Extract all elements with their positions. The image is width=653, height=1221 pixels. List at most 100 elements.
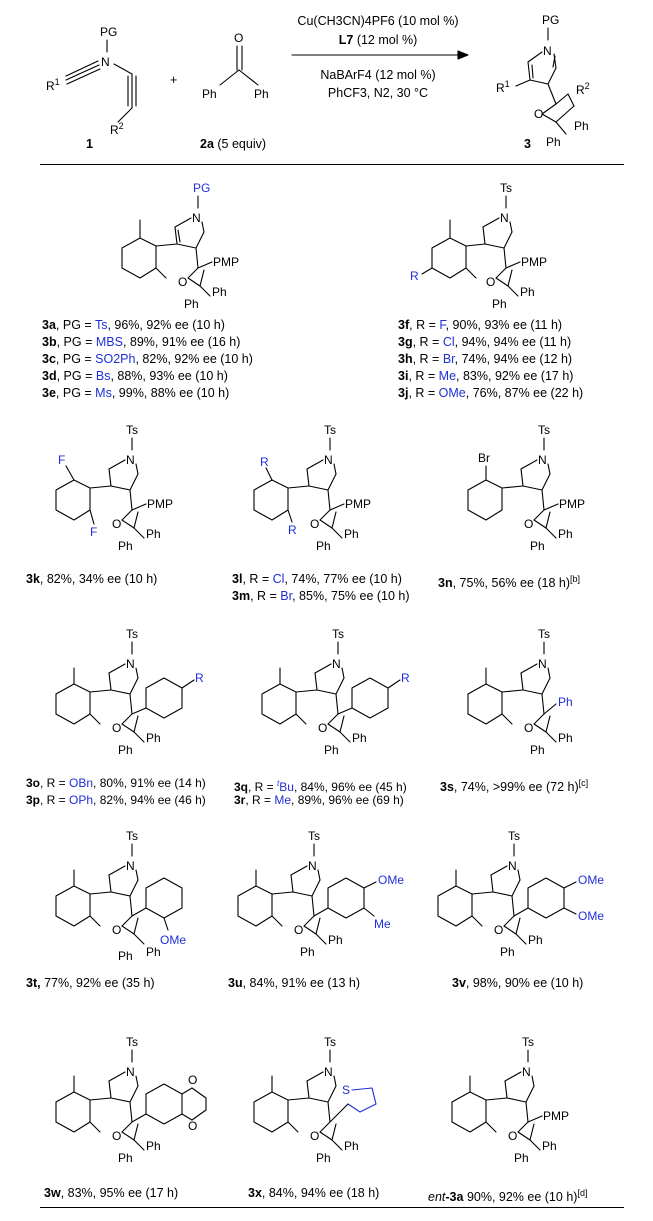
n-label: N bbox=[126, 859, 135, 873]
o-label: O bbox=[178, 275, 187, 289]
caption-3f: 3f, R = F, 90%, 93% ee (11 h) bbox=[398, 318, 563, 332]
caption-3p: 3p, R = OPh, 82%, 94% ee (46 h) bbox=[26, 793, 206, 807]
ph-label-1: Ph bbox=[520, 285, 535, 299]
o-label: O bbox=[112, 517, 121, 531]
o-label: O bbox=[112, 721, 121, 735]
caption-ent-3a: ent-3a 90%, 92% ee (10 h)[d] bbox=[428, 1188, 588, 1205]
product-3-label: 3 bbox=[524, 137, 531, 151]
r2-label: R2 bbox=[576, 81, 590, 97]
o-label: O bbox=[310, 517, 319, 531]
r1-label: R1 bbox=[496, 79, 510, 95]
ts-label: Ts bbox=[332, 627, 344, 641]
caption-3b: 3b, PG = MBS, 89%, 91% ee (16 h) bbox=[42, 335, 241, 349]
condition-additive: NaBArF4 (12 mol %) bbox=[320, 68, 436, 82]
ph-label-1: Ph bbox=[212, 285, 227, 299]
caption-3t: 3t, 77%, 92% ee (35 h) bbox=[26, 976, 155, 990]
ph-label-1: Ph bbox=[558, 527, 573, 541]
r-label: R bbox=[401, 671, 410, 685]
ph-label-1: Ph bbox=[146, 945, 161, 959]
caption-3a: 3a, PG = Ts, 96%, 92% ee (10 h) bbox=[42, 318, 225, 332]
o-label: O bbox=[310, 1129, 319, 1143]
structure-ent-3a: Ts N PMP O Ph Ph bbox=[451, 1035, 569, 1165]
ph-label-2: Ph bbox=[300, 945, 315, 959]
ts-label: Ts bbox=[324, 423, 336, 437]
ph-label-1: Ph bbox=[528, 933, 543, 947]
n-label: N bbox=[101, 55, 110, 69]
reactant-1-structure: PG N R1 R2 bbox=[46, 25, 137, 137]
condition-catalyst: Cu(CH3CN)4PF6 (10 mol %) bbox=[297, 14, 459, 28]
ph-label-1: Ph bbox=[146, 527, 161, 541]
pmp-label: PMP bbox=[543, 1109, 569, 1123]
me-label: Me bbox=[374, 917, 391, 931]
ph-label-1: Ph bbox=[542, 1139, 557, 1153]
o-label: O bbox=[524, 721, 533, 735]
n-label: N bbox=[538, 657, 547, 671]
ph-label-2: Ph bbox=[118, 743, 133, 757]
n-label: N bbox=[126, 1065, 135, 1079]
ph-label-1: Ph bbox=[574, 119, 589, 133]
pmp-label: PMP bbox=[345, 497, 371, 511]
ts-label: Ts bbox=[500, 181, 512, 195]
pmp-label: PMP bbox=[559, 497, 585, 511]
r-label-bottom: R bbox=[288, 523, 297, 537]
product-3-structure: PG N R1 R2 O Ph Ph bbox=[496, 13, 590, 149]
caption-3u: 3u, 84%, 91% ee (13 h) bbox=[228, 976, 361, 990]
caption-3q: 3q, R = tBu, 84%, 96% ee (45 h) bbox=[234, 779, 407, 794]
r2-label: R2 bbox=[110, 121, 124, 137]
structure-3u: Ts N OMe Me O Ph Ph bbox=[237, 829, 404, 959]
ts-label: Ts bbox=[308, 829, 320, 843]
n-label: N bbox=[522, 1065, 531, 1079]
f-label-top: F bbox=[58, 453, 65, 467]
ph-label-1: Ph bbox=[146, 731, 161, 745]
caption-3d: 3d, PG = Bs, 88%, 93% ee (10 h) bbox=[42, 369, 228, 383]
ph-label-2: Ph bbox=[184, 297, 199, 311]
ph-label-2: Ph bbox=[324, 743, 339, 757]
o-label-dioxole-bottom: O bbox=[188, 1119, 197, 1133]
structure-3w: Ts N O O O Ph Ph bbox=[55, 1035, 207, 1165]
ph-label-1: Ph bbox=[344, 527, 359, 541]
br-label: Br bbox=[478, 451, 490, 465]
n-label: N bbox=[543, 44, 552, 58]
o-label: O bbox=[508, 1129, 517, 1143]
caption-3v: 3v, 98%, 90% ee (10 h) bbox=[452, 976, 584, 990]
ts-label: Ts bbox=[538, 423, 550, 437]
ome-label-top: OMe bbox=[578, 873, 604, 887]
o-label: O bbox=[318, 721, 327, 735]
n-label: N bbox=[332, 657, 341, 671]
o-label: O bbox=[234, 31, 243, 45]
o-label: O bbox=[494, 923, 503, 937]
ts-label: Ts bbox=[508, 829, 520, 843]
o-label: O bbox=[294, 923, 303, 937]
caption-3h: 3h, R = Br, 74%, 94% ee (12 h) bbox=[398, 352, 573, 366]
bottom-divider bbox=[40, 1207, 624, 1208]
r1-label: R1 bbox=[46, 77, 60, 93]
condition-ligand: L7 (12 mol %) bbox=[338, 33, 418, 47]
caption-3l: 3l, R = Cl, 74%, 77% ee (10 h) bbox=[232, 572, 402, 586]
ph-label-2: Ph bbox=[546, 135, 561, 149]
pmp-label: PMP bbox=[521, 255, 547, 269]
ph-label-1: Ph bbox=[328, 933, 343, 947]
caption-3i: 3i, R = Me, 83%, 92% ee (17 h) bbox=[398, 369, 574, 383]
ome-label: OMe bbox=[160, 933, 186, 947]
n-label: N bbox=[308, 859, 317, 873]
caption-3s: 3s, 74%, >99% ee (72 h)[c] bbox=[440, 778, 589, 795]
n-label: N bbox=[508, 859, 517, 873]
caption-3o: 3o, R = OBn, 80%, 91% ee (14 h) bbox=[26, 776, 206, 790]
reactant-1-label: 1 bbox=[86, 137, 93, 151]
plus-sign: + bbox=[170, 73, 178, 87]
o-label: O bbox=[486, 275, 495, 289]
ph-label-1: Ph bbox=[558, 731, 573, 745]
ts-label: Ts bbox=[126, 423, 138, 437]
structure-3x: Ts N S O Ph Ph bbox=[253, 1035, 377, 1165]
ph-label-2: Ph bbox=[118, 949, 133, 963]
pg-label: PG bbox=[100, 25, 117, 39]
o-label: O bbox=[112, 1129, 121, 1143]
ph-label-2: Ph bbox=[316, 539, 331, 553]
r-label: R bbox=[410, 269, 419, 283]
ts-label: Ts bbox=[538, 627, 550, 641]
pmp-label: PMP bbox=[147, 497, 173, 511]
ph-label-2: Ph bbox=[492, 297, 507, 311]
o-label-dioxole-top: O bbox=[188, 1073, 197, 1087]
n-label: N bbox=[500, 211, 509, 225]
reactant-2-label: 2a (5 equiv) bbox=[200, 137, 267, 151]
